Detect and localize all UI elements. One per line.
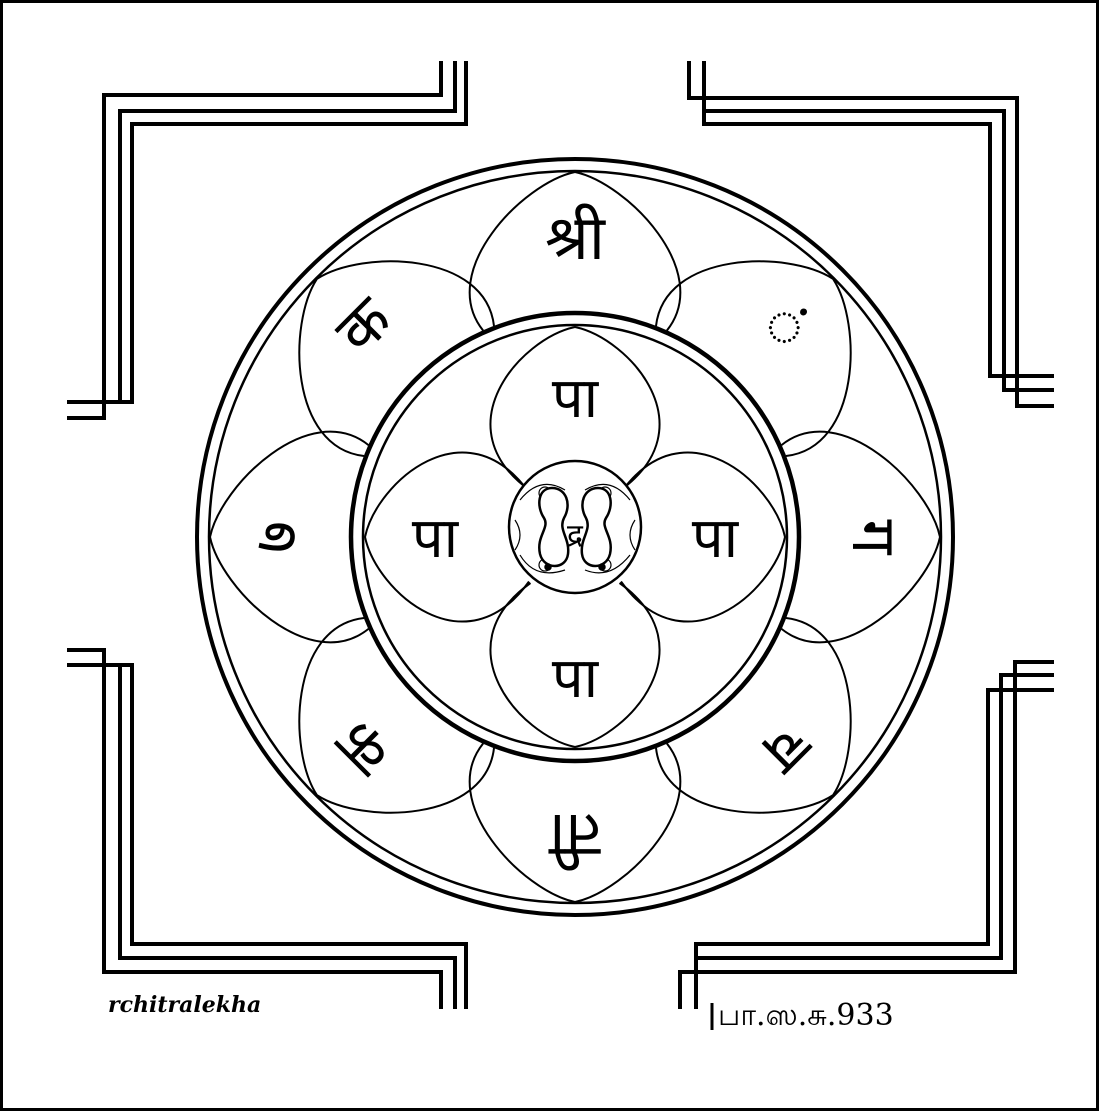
bindu-syllable: द्र xyxy=(567,518,584,553)
yantra-code: பா.ஸ.சு.933 xyxy=(718,998,894,1033)
inner-petal-syllable-2: पा xyxy=(692,506,740,571)
artist-signature: rchitralekha xyxy=(108,992,261,1018)
outer-petal-syllable-5: ती xyxy=(548,800,600,873)
bindu-center: द्र xyxy=(509,461,641,593)
bhupura-top-left-outer xyxy=(67,61,441,418)
outer-petal-syllable-3: ग xyxy=(838,520,911,556)
inner-petal-syllable-4: पा xyxy=(412,506,460,571)
outer-petal-syllable-7: ७ xyxy=(239,521,312,553)
bhupura-bottom-right-mid xyxy=(696,675,1054,1009)
inner-petal-syllable-1: पा xyxy=(552,366,600,431)
inner-petal-syllable-3: पा xyxy=(552,646,600,711)
outer-petal-syllable-1: श्री xyxy=(545,201,606,274)
outer-petal-syllable-4: च xyxy=(746,709,827,790)
outer-petal-syllable-6: क xyxy=(320,705,406,791)
outer-petal-syllable-2: ं xyxy=(748,286,826,364)
bhupura-bottom-left-outer xyxy=(67,650,441,1009)
bhupura-bottom-left-mid xyxy=(67,665,455,1009)
outer-petal-syllable-8: क xyxy=(321,282,407,368)
